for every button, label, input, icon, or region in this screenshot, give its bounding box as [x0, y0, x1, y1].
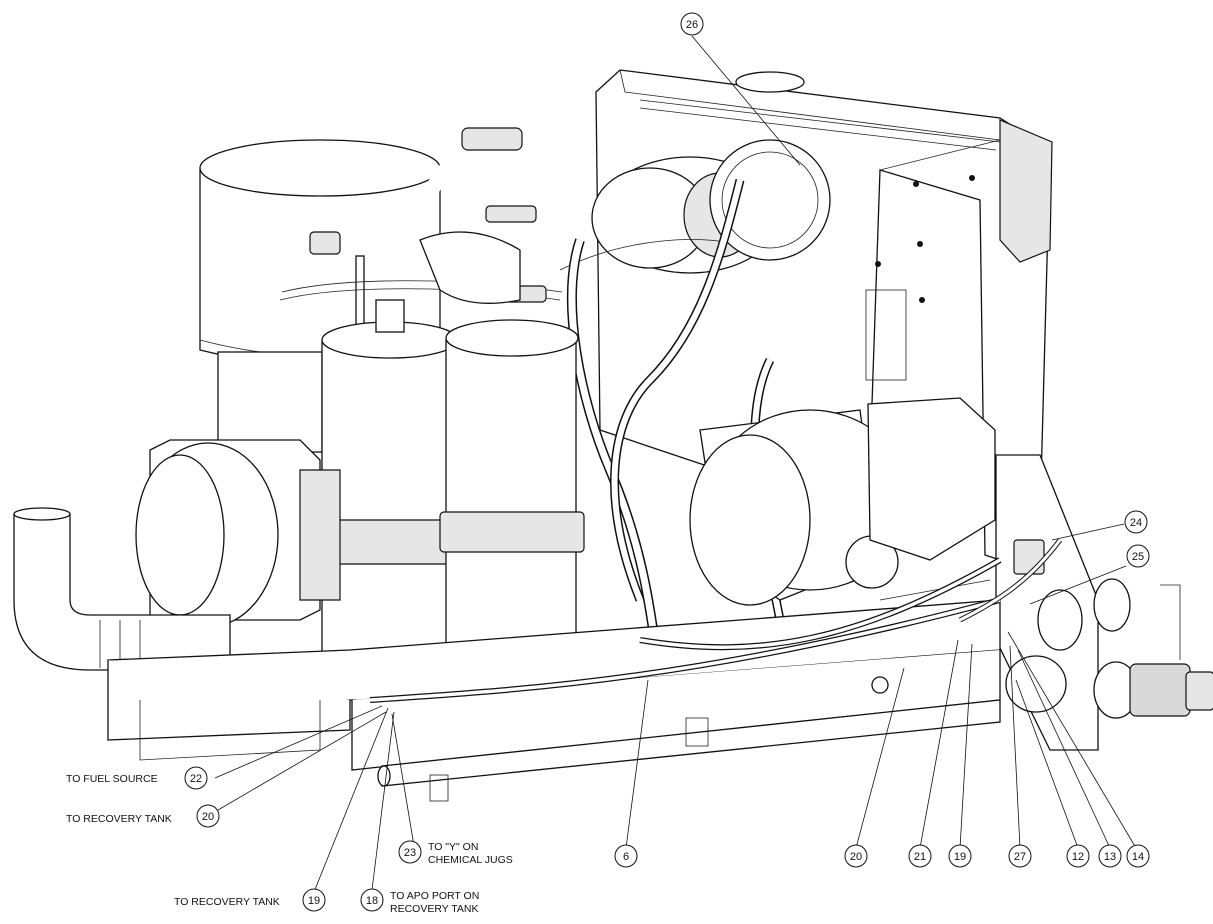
- exhaust-elbow-pipe: [13, 507, 231, 671]
- callout-circle: [184, 766, 208, 790]
- callout-18: 18: [360, 888, 384, 912]
- callout-13: 13: [1098, 844, 1122, 868]
- callout-23: 23: [398, 840, 422, 864]
- machine-illustration: [13, 69, 1213, 802]
- callout-circle: [1066, 844, 1090, 868]
- note-y-on-jugs-line1: TO "Y" ON: [428, 841, 478, 853]
- note-y-on-jugs-line2: CHEMICAL JUGS: [428, 854, 513, 866]
- callout-14: 14: [1126, 844, 1150, 868]
- callout-notes: TO FUEL SOURCE TO RECOVERY TANK TO "Y" O…: [66, 773, 513, 915]
- callout-circle: [302, 888, 326, 912]
- callout-number: 12: [1072, 851, 1084, 863]
- callout-number: 25: [1132, 551, 1144, 563]
- callout-19: 19: [302, 888, 326, 912]
- callout-number: 23: [404, 847, 416, 859]
- callout-number: 14: [1132, 851, 1144, 863]
- callout-6: 6: [614, 844, 638, 868]
- base-frame: [107, 599, 1001, 802]
- note-apo-port-line1: TO APO PORT ON: [390, 890, 479, 902]
- callout-circle: [614, 844, 638, 868]
- callout-25: 25: [1126, 544, 1150, 568]
- callout-20: 20: [196, 804, 220, 828]
- callout-circle: [680, 12, 704, 36]
- callout-21: 21: [908, 844, 932, 868]
- callout-24: 24: [1124, 510, 1148, 534]
- canister-right: [439, 319, 585, 691]
- blower-assembly: [419, 139, 831, 304]
- canister-left: [315, 299, 467, 701]
- callout-number: 6: [623, 851, 629, 863]
- callout-27: 27: [1008, 844, 1032, 868]
- callout-circle: [1124, 510, 1148, 534]
- note-recovery-tank-2: TO RECOVERY TANK: [174, 896, 280, 908]
- callout-number: 26: [686, 19, 698, 31]
- callout-22: 22: [184, 766, 208, 790]
- callout-number: 21: [914, 851, 926, 863]
- callout-circle: [1008, 844, 1032, 868]
- callout-number: 27: [1014, 851, 1026, 863]
- callout-number: 22: [190, 773, 202, 785]
- callout-20: 20: [844, 844, 868, 868]
- callout-number: 24: [1130, 517, 1142, 529]
- callout-circle: [1098, 844, 1122, 868]
- note-recovery-tank-1: TO RECOVERY TANK: [66, 813, 172, 825]
- callout-circle: [196, 804, 220, 828]
- callout-circle: [398, 840, 422, 864]
- callout-number: 19: [954, 851, 966, 863]
- right-manifold: [995, 454, 1213, 751]
- callout-number: 13: [1104, 851, 1116, 863]
- callout-circle: [844, 844, 868, 868]
- callout-number: 18: [366, 895, 378, 907]
- callout-number: 19: [308, 895, 320, 907]
- callout-circle: [360, 888, 384, 912]
- motor-assembly: [689, 397, 996, 606]
- note-fuel-source: TO FUEL SOURCE: [66, 773, 158, 785]
- callout-19: 19: [948, 844, 972, 868]
- note-apo-port-line2: RECOVERY TANK: [390, 903, 479, 915]
- vacuum-pump: [135, 439, 341, 628]
- callout-number: 20: [202, 811, 214, 823]
- callout-circle: [1126, 544, 1150, 568]
- callout-circle: [908, 844, 932, 868]
- callout-12: 12: [1066, 844, 1090, 868]
- callout-26: 26: [680, 12, 704, 36]
- callout-bubbles: 26 24 25 22 20 23 6 20 21 19 27 12 13 14 19 18: [184, 12, 1150, 912]
- base-hoses: [369, 538, 1062, 703]
- leader-lines: [214, 35, 1137, 893]
- callout-circle: [1126, 844, 1150, 868]
- callout-circle: [948, 844, 972, 868]
- callout-number: 20: [850, 851, 862, 863]
